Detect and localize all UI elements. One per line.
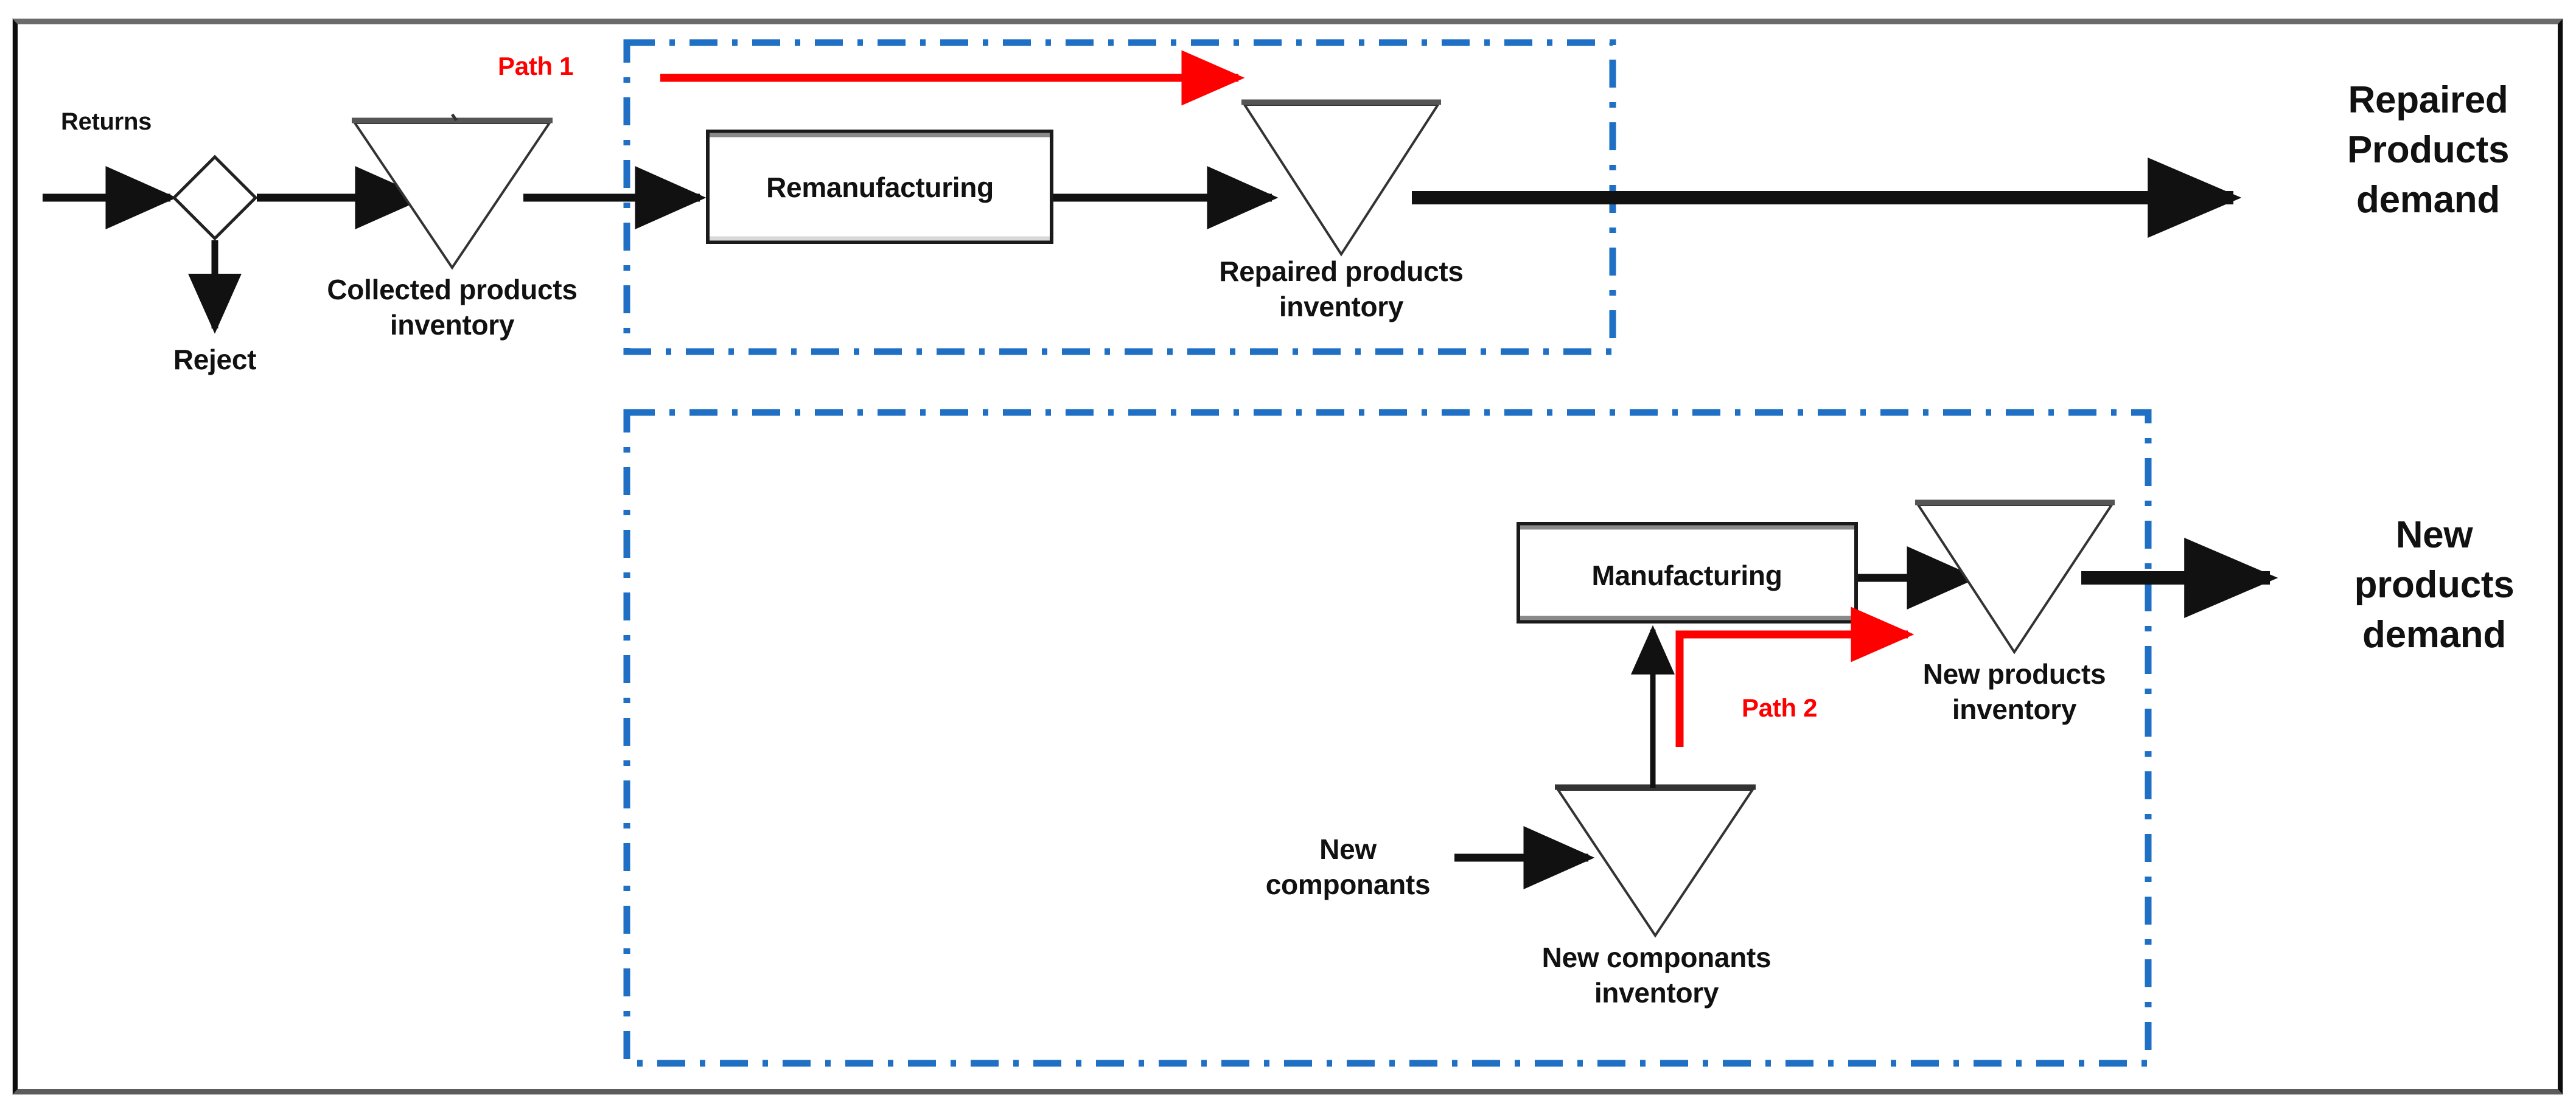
- repaired-products-demand-label-line3: demand: [2356, 179, 2500, 221]
- path-2-label: Path 2: [1742, 693, 1818, 722]
- collected-products-inventory-tick: [450, 113, 458, 122]
- path-1-label: Path 1: [498, 52, 574, 80]
- returns-label: Returns: [61, 108, 152, 135]
- new-products-inventory-label-line2: inventory: [1952, 693, 2077, 725]
- new-products-demand-label-line3: demand: [2362, 614, 2506, 656]
- new-componants-input-label-line2: componants: [1265, 869, 1431, 900]
- new-componants-inventory-triangle: [1555, 788, 1755, 938]
- repaired-products-inventory-label-line1: Repaired products: [1219, 255, 1464, 287]
- repaired-products-demand-label-line2: Products: [2347, 129, 2510, 171]
- manufacturing-region: [623, 409, 2152, 1067]
- remanufacturing-box: [706, 130, 1053, 244]
- new-products-demand-label-line1: New: [2395, 514, 2473, 556]
- repaired-products-demand-label-line1: Repaired: [2348, 79, 2508, 121]
- new-products-demand-label-line2: products: [2354, 564, 2515, 606]
- path-2-arrow: [1675, 606, 1915, 747]
- remanufacturing-label: Remanufacturing: [766, 172, 994, 203]
- manufacturing-box: [1517, 522, 1858, 623]
- reject-label: Reject: [173, 344, 257, 375]
- collected-products-inventory-label-line2: inventory: [389, 309, 515, 341]
- new-products-inventory-label-line1: New products: [1922, 658, 2106, 690]
- repaired-products-inventory-label-line2: inventory: [1279, 291, 1404, 322]
- manufacturing-label: Manufacturing: [1591, 560, 1782, 591]
- collected-products-inventory-label-line1: Collected products: [327, 274, 578, 305]
- new-componants-inventory-label-line2: inventory: [1594, 977, 1719, 1009]
- new-componants-inventory-label-line1: New componants: [1541, 942, 1771, 973]
- new-componants-input-label-line1: New: [1319, 833, 1377, 865]
- inspection-diamond: [172, 155, 258, 241]
- repaired-products-inventory-triangle: [1242, 103, 1440, 257]
